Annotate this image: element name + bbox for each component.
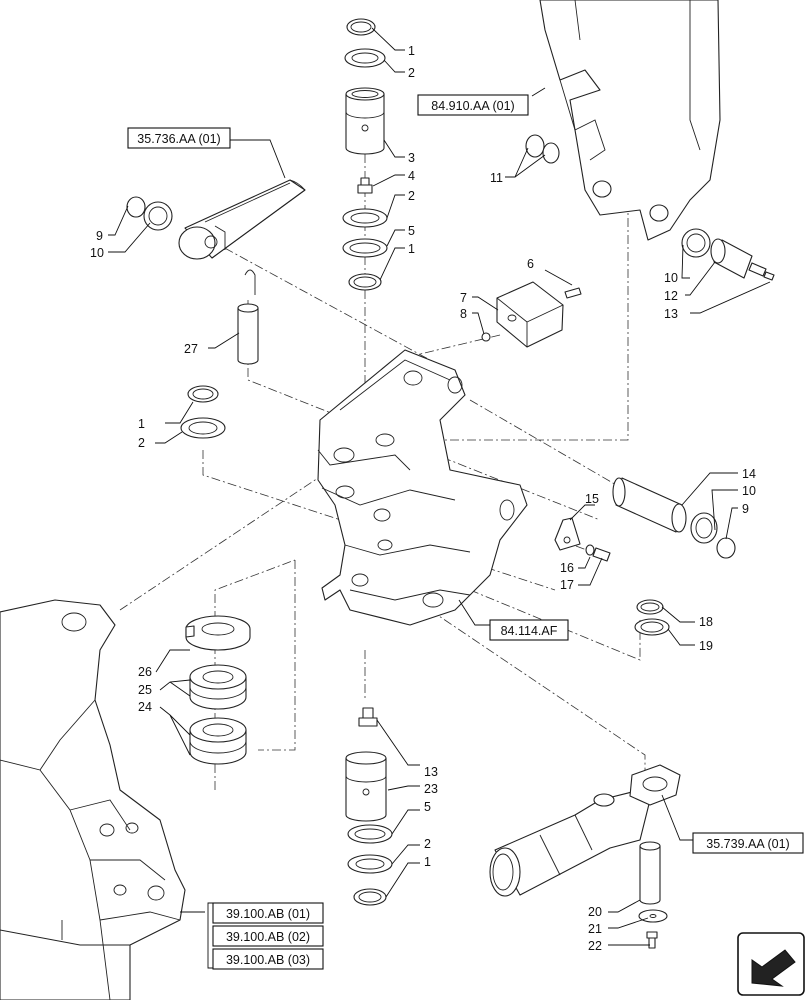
- callout-label: 1: [424, 855, 431, 869]
- callout-label: 2: [424, 837, 431, 851]
- callout-label: 1: [408, 44, 415, 58]
- left-washers: [180, 385, 226, 439]
- svg-text:39.100.AB (03): 39.100.AB (03): [226, 953, 310, 967]
- callout-label: 8: [460, 307, 467, 321]
- callout-label: 2: [408, 66, 415, 80]
- svg-text:35.736.AA (01): 35.736.AA (01): [137, 132, 220, 146]
- callout-label: 19: [699, 639, 713, 653]
- callout-labels: 1 2 3 4 2 5 1 9 10 27 11 10 12 13 6 7 8 …: [90, 44, 756, 953]
- callout-label: 18: [699, 615, 713, 629]
- callout-label: 22: [588, 939, 602, 953]
- svg-text:84.910.AA (01): 84.910.AA (01): [431, 99, 514, 113]
- main-frame: [0, 599, 186, 1000]
- reference-box-39-100-03[interactable]: 39.100.AB (03): [212, 948, 324, 970]
- reference-box-39-100-02[interactable]: 39.100.AB (02): [212, 925, 324, 947]
- thrust-washer-stack: [185, 615, 251, 765]
- reference-box-84-114[interactable]: 84.114.AF: [489, 619, 569, 641]
- swing-bracket: [317, 349, 528, 626]
- svg-text:84.114.AF: 84.114.AF: [501, 624, 558, 638]
- callout-label: 10: [90, 246, 104, 260]
- right-pin-14: [612, 477, 736, 559]
- callout-label: 9: [96, 229, 103, 243]
- callout-label: 10: [742, 484, 756, 498]
- callout-label: 13: [664, 307, 678, 321]
- callout-label: 27: [184, 342, 198, 356]
- callout-label: 15: [585, 492, 599, 506]
- callout-label: 20: [588, 905, 602, 919]
- reference-box-35-736[interactable]: 35.736.AA (01): [127, 127, 231, 149]
- callout-label: 2: [138, 436, 145, 450]
- callout-label: 5: [424, 800, 431, 814]
- callout-label: 10: [664, 271, 678, 285]
- left-cylinder: [126, 179, 306, 260]
- callout-label: 9: [742, 502, 749, 516]
- callout-label: 7: [460, 291, 467, 305]
- callout-label: 11: [490, 171, 503, 185]
- leader-lines: [108, 27, 771, 946]
- callout-label: 24: [138, 700, 152, 714]
- next-page-arrow-icon[interactable]: [737, 932, 805, 996]
- reference-box-84-910[interactable]: 84.910.AA (01): [417, 94, 529, 116]
- callout-label: 1: [138, 417, 145, 431]
- svg-text:35.739.AA (01): 35.739.AA (01): [706, 837, 789, 851]
- bottom-cylinder: [489, 764, 681, 949]
- lock-plate: [554, 517, 611, 562]
- svg-text:39.100.AB (01): 39.100.AB (01): [226, 907, 310, 921]
- callout-label: 2: [408, 189, 415, 203]
- top-pin-stack: [342, 18, 388, 291]
- callout-label: 16: [560, 561, 574, 575]
- reference-box-35-739[interactable]: 35.739.AA (01): [692, 832, 804, 854]
- callout-label: 3: [408, 151, 415, 165]
- reference-bracket: [207, 902, 213, 969]
- callout-label: 26: [138, 665, 152, 679]
- callout-label: 4: [408, 169, 415, 183]
- wear-pad: [481, 281, 582, 348]
- callout-label: 14: [742, 467, 756, 481]
- callout-label: 12: [664, 289, 678, 303]
- callout-label: 5: [408, 224, 415, 238]
- callout-label: 13: [424, 765, 438, 779]
- callout-label: 21: [588, 922, 602, 936]
- pin-27: [237, 269, 259, 365]
- callout-label: 25: [138, 683, 152, 697]
- assembly-center-lines: [119, 120, 646, 790]
- callout-label: 23: [424, 782, 438, 796]
- bottom-pin-stack: [345, 707, 393, 906]
- boom-arm: [525, 0, 775, 281]
- callout-label: 17: [560, 578, 574, 592]
- callout-label: 1: [408, 242, 415, 256]
- right-washers: [634, 599, 670, 636]
- callout-label: 6: [527, 257, 534, 271]
- reference-box-39-100-01[interactable]: 39.100.AB (01): [212, 902, 324, 924]
- svg-text:39.100.AB (02): 39.100.AB (02): [226, 930, 310, 944]
